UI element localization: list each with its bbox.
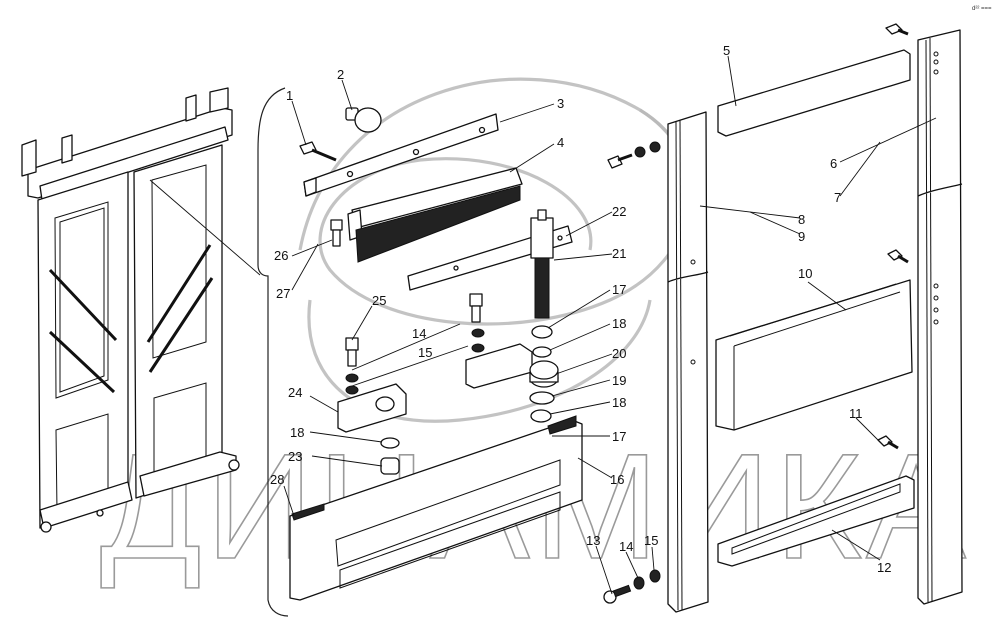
- frame-parts: [603, 23, 963, 613]
- detail-bracket: [257, 87, 289, 617]
- rail-part-12: [717, 475, 915, 567]
- callout-24: 24: [288, 385, 302, 400]
- callout-16: 16: [610, 472, 624, 487]
- callout-25: 25: [372, 293, 386, 308]
- callout-21: 21: [612, 246, 626, 261]
- callout-4: 4: [557, 135, 564, 150]
- callout-14-top: 14: [412, 326, 426, 341]
- callout-18-mid: 18: [612, 395, 626, 410]
- callout-23: 23: [288, 449, 302, 464]
- callout-22: 22: [612, 204, 626, 219]
- callout-14-bottom: 14: [619, 539, 633, 554]
- callout-6: 6: [830, 156, 837, 171]
- callout-18-top: 18: [612, 316, 626, 331]
- callout-5: 5: [723, 43, 730, 58]
- rail-part-10: [715, 279, 913, 431]
- center-parts: [289, 107, 583, 601]
- callout-12: 12: [877, 560, 891, 575]
- callout-19: 19: [612, 373, 626, 388]
- callout-labels: 1 2 3 4 5 6 7 8 9 10 11 12 13 14 15 14 1…: [270, 43, 891, 575]
- lever-part-24: [337, 383, 407, 433]
- leader-lines: [283, 55, 937, 595]
- callout-3: 3: [557, 96, 564, 111]
- callout-18-left: 18: [290, 425, 304, 440]
- post-part-8: [667, 111, 709, 613]
- callout-8: 8: [798, 212, 805, 227]
- callout-9: 9: [798, 229, 805, 244]
- callout-2: 2: [337, 67, 344, 82]
- screw-part-1: [299, 141, 337, 162]
- bolt-part-26: [330, 219, 343, 247]
- corner-mark: d²² ===: [972, 6, 992, 12]
- callout-17-top: 17: [612, 282, 626, 297]
- rail-part-3: [303, 113, 499, 197]
- bolt-part-25: [345, 293, 483, 367]
- cap-part-2: [345, 107, 382, 133]
- brush-part-4: [347, 167, 523, 263]
- door-section-part-16: [289, 415, 583, 601]
- callout-28: 28: [270, 472, 284, 487]
- rail-part-5: [717, 49, 911, 137]
- callout-15-bottom: 15: [644, 533, 658, 548]
- post-part-6: [917, 29, 963, 605]
- callout-7: 7: [834, 190, 841, 205]
- callout-10: 10: [798, 266, 812, 281]
- callout-13: 13: [586, 533, 600, 548]
- assembled-door: [21, 87, 261, 533]
- callout-27: 27: [276, 286, 290, 301]
- lever-part-20: [465, 343, 559, 389]
- stud-part-21: [530, 209, 554, 319]
- callout-20: 20: [612, 346, 626, 361]
- callout-15-top: 15: [418, 345, 432, 360]
- callout-17-bottom: 17: [612, 429, 626, 444]
- callout-11: 11: [849, 406, 863, 421]
- callout-26: 26: [274, 248, 288, 263]
- callout-1: 1: [286, 88, 293, 103]
